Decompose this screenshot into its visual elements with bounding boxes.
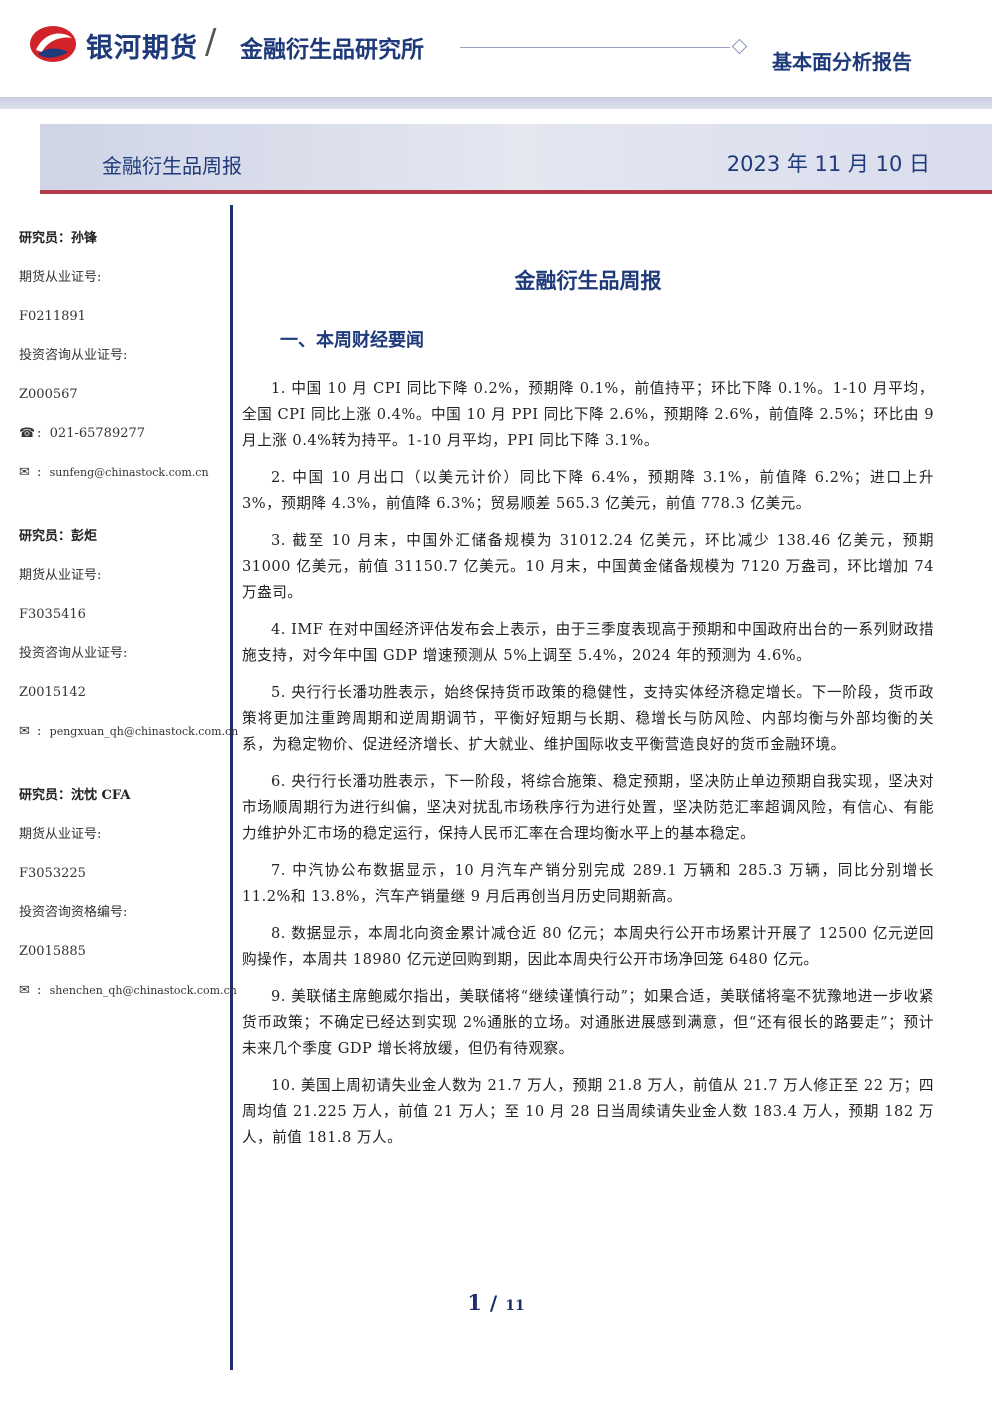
galaxy-logo-icon [30, 26, 76, 62]
email-icon: ✉ [19, 465, 30, 480]
report-type: 基本面分析报告 [772, 50, 912, 74]
researcher-card: 研究员：沈忱 CFA 期货从业证号: F3053225 投资咨询资格编号: Z0… [19, 787, 237, 1021]
license-label: 期货从业证号: [19, 568, 102, 583]
column-divider [230, 205, 233, 1370]
current-page: 1 [467, 1290, 482, 1315]
license-number: F0211891 [19, 309, 86, 324]
license-number: F3053225 [19, 866, 86, 881]
news-paragraph: 9. 美联储主席鲍威尔指出，美联储将“继续谨慎行动”；如果合适，美联储将毫不犹豫… [242, 988, 934, 1057]
email-row: ✉: pengxuan_qh@chinastock.com.cn [19, 724, 239, 739]
email-link[interactable]: pengxuan_qh@chinastock.com.cn [49, 725, 239, 738]
news-paragraph: 6. 央行行长潘功胜表示，下一阶段，将综合施策、稳定预期，坚决防止单边预期自我实… [242, 773, 934, 842]
main-content: 金融衍生品周报 一、本周财经要闻 1. 中国 10 月 CPI 同比下降 0.2… [242, 266, 934, 1162]
researcher-name: 研究员：彭炬 [19, 529, 98, 544]
brand-name: 银河期货 [86, 33, 198, 64]
consult-number: Z0015142 [19, 685, 86, 700]
email-link[interactable]: sunfeng@chinastock.com.cn [49, 466, 209, 479]
license-label: 期货从业证号: [19, 827, 102, 842]
consult-number: Z0015885 [19, 944, 86, 959]
news-paragraph: 3. 截至 10 月末，中国外汇储备规模为 31012.24 亿美元，环比减少 … [242, 532, 934, 601]
page-number: 1 / 11 [0, 1290, 992, 1315]
email-row: ✉: shenchen_qh@chinastock.com.cn [19, 983, 237, 998]
news-paragraph: 7. 中汽协公布数据显示，10 月汽车产销分别完成 289.1 万辆和 285.… [242, 862, 934, 905]
phone-icon: ☎ [19, 426, 36, 441]
consult-label: 投资咨询资格编号: [19, 905, 128, 920]
consult-label: 投资咨询从业证号: [19, 646, 128, 661]
phone-number[interactable]: 021-65789277 [49, 426, 146, 441]
researcher-name: 研究员：孙锋 [19, 231, 98, 246]
email-icon: ✉ [19, 983, 30, 998]
email-row: ✉: sunfeng@chinastock.com.cn [19, 465, 209, 480]
news-paragraph: 5. 央行行长潘功胜表示，始终保持货币政策的稳健性，支持实体经济稳定增长。下一阶… [242, 684, 934, 753]
license-label: 期货从业证号: [19, 270, 102, 285]
news-paragraph: 10. 美国上周初请失业金人数为 21.7 万人，预期 21.8 万人，前值从 … [242, 1077, 934, 1146]
report-series-label: 金融衍生品周报 [102, 154, 242, 178]
researcher-name: 研究员：沈忱 CFA [19, 788, 131, 803]
researcher-card: 研究员：彭炬 期货从业证号: F3035416 投资咨询从业证号: Z00151… [19, 528, 239, 762]
header-band [0, 97, 992, 109]
email-link[interactable]: shenchen_qh@chinastock.com.cn [49, 984, 237, 997]
title-band [40, 124, 992, 190]
report-date: 2023 年 11 月 10 日 [726, 152, 930, 176]
consult-label: 投资咨询从业证号: [19, 348, 128, 363]
section-heading: 一、本周财经要闻 [280, 330, 424, 351]
page-separator: / [489, 1291, 498, 1315]
header-slash: / [205, 22, 217, 62]
institute-name: 金融衍生品研究所 [240, 37, 424, 63]
news-paragraph: 1. 中国 10 月 CPI 同比下降 0.2%，预期降 0.1%，前值持平；环… [242, 380, 934, 449]
header-rule [460, 47, 730, 48]
researcher-card: 研究员：孙锋 期货从业证号: F0211891 投资咨询从业证号: Z00056… [19, 230, 224, 503]
license-number: F3035416 [19, 607, 86, 622]
diamond-icon [731, 38, 748, 55]
email-icon: ✉ [19, 724, 30, 739]
phone-row: ☎: 021-65789277 [19, 426, 146, 441]
title-band-underline [40, 190, 992, 194]
page-title: 金融衍生品周报 [514, 269, 662, 293]
news-paragraph: 2. 中国 10 月出口（以美元计价）同比下降 6.4%，预期降 3.1%，前值… [242, 469, 934, 512]
researcher-sidebar: 研究员：孙锋 期货从业证号: F0211891 投资咨询从业证号: Z00056… [19, 230, 239, 1046]
total-pages: 11 [505, 1298, 525, 1314]
news-paragraph: 4. IMF 在对中国经济评估发布会上表示，由于三季度表现高于预期和中国政府出台… [242, 621, 934, 664]
news-paragraph: 8. 数据显示，本周北向资金累计减仓近 80 亿元；本周央行公开市场累计开展了 … [242, 925, 934, 968]
consult-number: Z000567 [19, 387, 78, 402]
